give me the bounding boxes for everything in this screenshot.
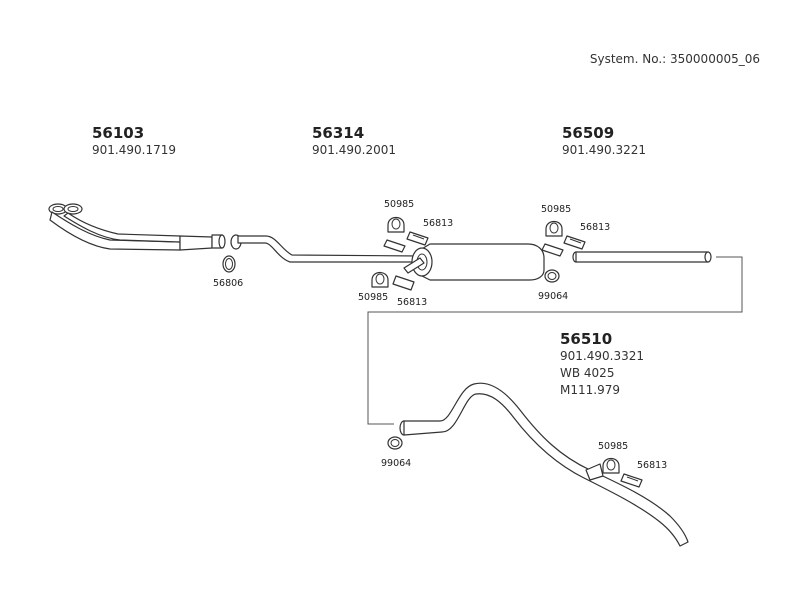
part-reference: 901.490.3321 bbox=[560, 349, 644, 363]
label-clamp-56806: 56806 bbox=[213, 278, 244, 289]
strap-56813-icon bbox=[620, 473, 643, 488]
label-clamp: 99064 bbox=[538, 291, 569, 302]
clamp-99064-icon bbox=[544, 269, 560, 283]
label-hanger: 50985 bbox=[598, 441, 629, 452]
part-number: 56509 bbox=[562, 124, 615, 142]
label-strap: 56813 bbox=[580, 222, 611, 233]
strap-56813-icon bbox=[563, 235, 586, 250]
connector-line bbox=[367, 256, 743, 425]
clamp-56806-icon bbox=[222, 255, 236, 273]
part-reference: 901.490.3221 bbox=[562, 143, 646, 157]
hanger-50985-icon bbox=[383, 216, 406, 253]
part-number: 56314 bbox=[312, 124, 365, 142]
strap-56813-icon bbox=[406, 231, 429, 246]
label-hanger: 50985 bbox=[384, 199, 415, 210]
front-pipe-56103 bbox=[48, 203, 226, 251]
part-56510: 56510 901.490.3321 WB 4025 M111.979 bbox=[560, 330, 644, 399]
label-strap: 56813 bbox=[637, 460, 668, 471]
strap-56813-icon bbox=[392, 257, 425, 291]
label-strap: 56813 bbox=[423, 218, 454, 229]
part-56509: 56509 901.490.3221 bbox=[562, 124, 646, 159]
hanger-50985-icon bbox=[371, 271, 389, 288]
label-strap: 56813 bbox=[397, 297, 428, 308]
part-number: 56510 bbox=[560, 330, 613, 348]
rear-pipe-56510 bbox=[399, 382, 689, 547]
part-56103: 56103 901.490.1719 bbox=[92, 124, 176, 159]
part-reference: 901.490.2001 bbox=[312, 143, 396, 157]
clamp-99064-icon bbox=[387, 436, 403, 450]
system-number: System. No.: 350000005_06 bbox=[589, 52, 760, 66]
part-extra: M111.979 bbox=[560, 383, 620, 397]
part-reference: 901.490.1719 bbox=[92, 143, 176, 157]
hanger-50985-icon bbox=[585, 457, 620, 481]
label-hanger: 50985 bbox=[358, 292, 389, 303]
part-extra: WB 4025 bbox=[560, 366, 615, 380]
part-number: 56103 bbox=[92, 124, 145, 142]
label-clamp: 99064 bbox=[381, 458, 412, 469]
hanger-50985-icon bbox=[541, 220, 564, 257]
intermediate-pipe-56509 bbox=[572, 251, 712, 263]
label-hanger: 50985 bbox=[541, 204, 572, 215]
part-56314: 56314 901.490.2001 bbox=[312, 124, 396, 159]
